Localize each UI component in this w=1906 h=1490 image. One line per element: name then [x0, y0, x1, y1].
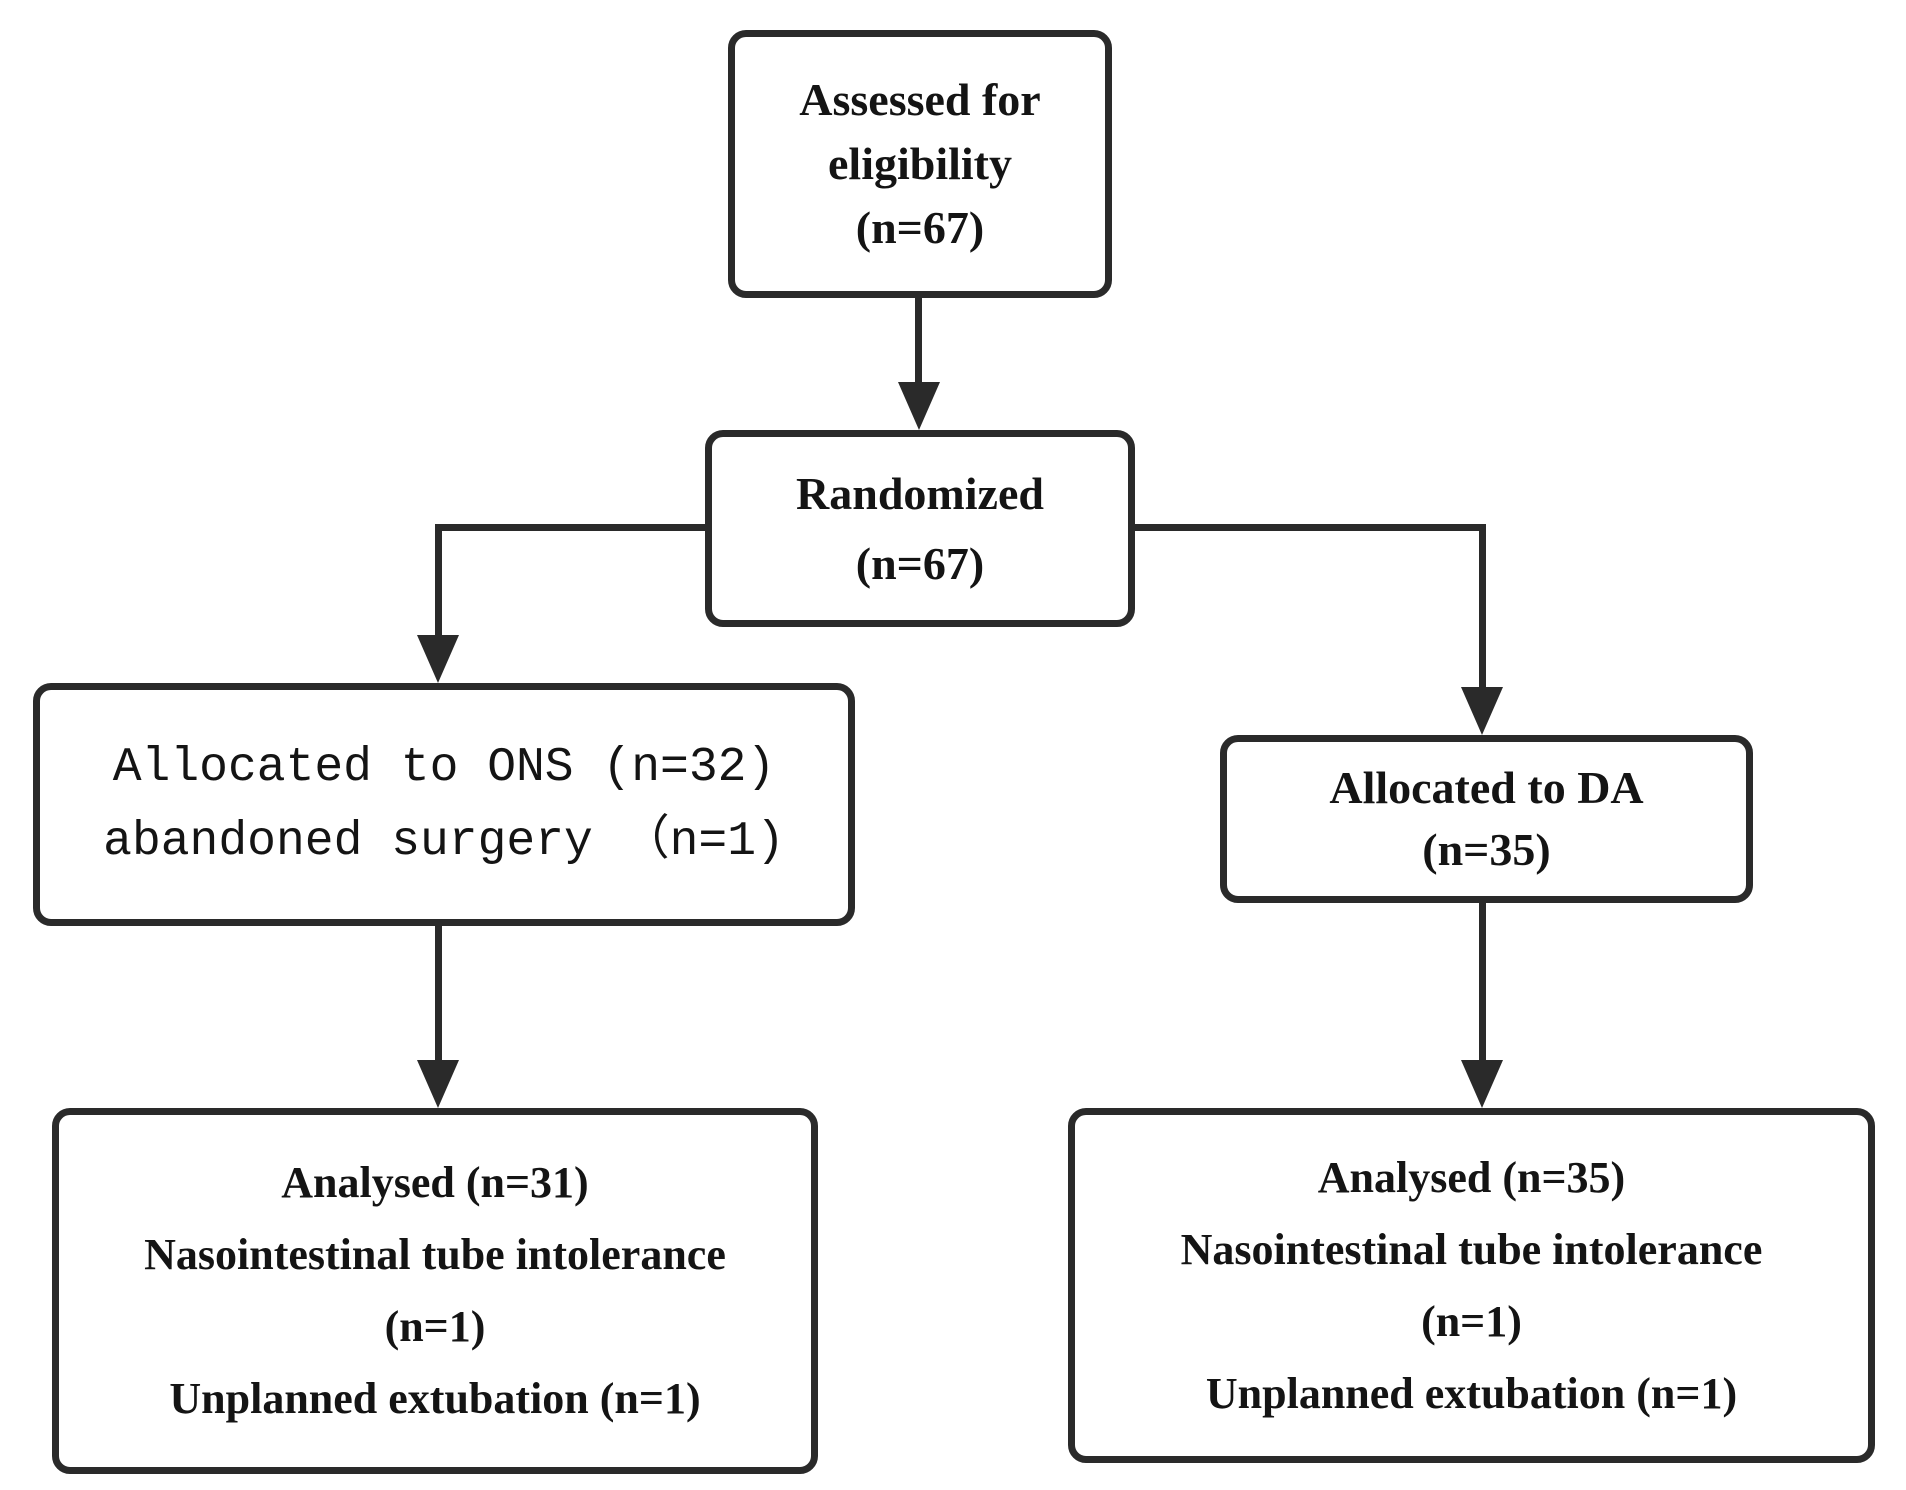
flow-node-assessed-eligibility: Assessed for eligibility (n=67): [728, 30, 1112, 298]
node-text-line: Analysed (n=31): [281, 1158, 589, 1207]
edge-ons-to-analysed: [435, 926, 442, 1062]
arrowhead-down-icon: [898, 382, 940, 430]
flow-node-analysed-da: Analysed (n=35) Nasointestinal tube into…: [1068, 1108, 1875, 1463]
node-text-line: (n=1): [1421, 1296, 1522, 1346]
edge-randomized-to-da-vertical: [1479, 524, 1486, 692]
node-text-line: (n=67): [855, 202, 985, 253]
node-text-line: Assessed for: [799, 74, 1041, 125]
node-text-line: Randomized: [796, 467, 1044, 519]
edge-randomized-to-da-horizontal: [1128, 524, 1486, 531]
edge-randomized-to-ons-horizontal: [435, 524, 712, 531]
arrowhead-down-icon: [1461, 687, 1503, 735]
node-text-line: Nasointestinal tube intolerance: [1180, 1224, 1763, 1274]
node-text-line: abandoned surgery （n=1): [103, 814, 785, 869]
node-text-line: Nasointestinal tube intolerance: [144, 1230, 726, 1279]
flow-node-randomized: Randomized (n=67): [705, 430, 1135, 627]
flow-node-allocated-ons: Allocated to ONS (n=32) abandoned surger…: [33, 683, 855, 926]
edge-assessed-to-randomized: [915, 298, 922, 390]
node-text-line: (n=35): [1422, 824, 1551, 875]
node-text-line: Analysed (n=35): [1317, 1152, 1626, 1202]
node-text-line: eligibility: [828, 138, 1012, 189]
flow-node-analysed-ons: Analysed (n=31) Nasointestinal tube into…: [52, 1108, 818, 1474]
arrowhead-down-icon: [417, 635, 459, 683]
edge-da-to-analysed: [1479, 903, 1486, 1063]
node-text-line: Unplanned extubation (n=1): [169, 1374, 701, 1423]
flow-node-allocated-da: Allocated to DA (n=35): [1220, 735, 1753, 903]
node-text-line: Allocated to ONS (n=32): [112, 740, 776, 795]
node-text-line: Allocated to DA: [1329, 762, 1644, 813]
node-text-line: (n=1): [384, 1302, 486, 1351]
arrowhead-down-icon: [1461, 1060, 1503, 1108]
edge-randomized-to-ons-vertical: [435, 524, 442, 640]
node-text-line: Unplanned extubation (n=1): [1205, 1368, 1738, 1418]
arrowhead-down-icon: [417, 1060, 459, 1108]
node-text-line: (n=67): [855, 537, 985, 589]
